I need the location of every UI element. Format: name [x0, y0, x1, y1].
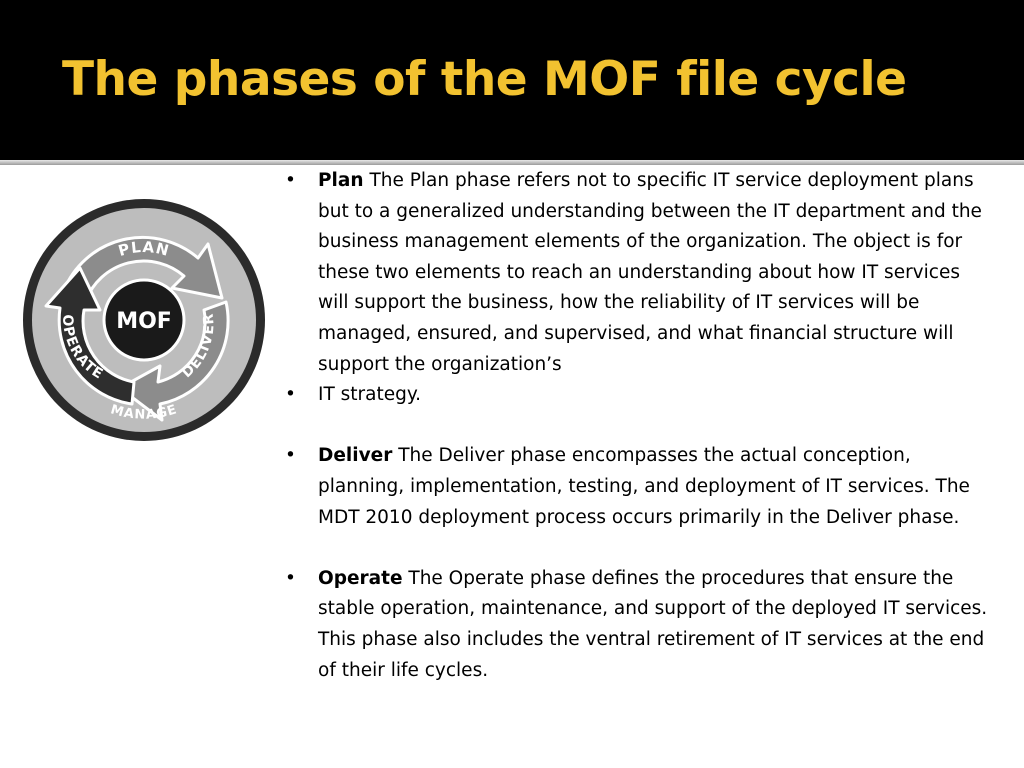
bullet-text: The Plan phase refers not to specific IT…: [318, 170, 982, 375]
bullet-it-strategy: IT strategy.: [285, 380, 991, 411]
mof-cycle-diagram: MOF PLAN DELIVER OPERATE MANAGE: [23, 199, 265, 441]
bullet-term: Deliver: [318, 445, 393, 467]
title-bar: The phases of the MOF file cycle: [0, 0, 1024, 160]
deliver-arrow: [118, 300, 230, 422]
bullet-term: Operate: [318, 567, 403, 589]
slide-title: The phases of the MOF file cycle: [62, 52, 907, 107]
plan-arrow: [62, 235, 224, 302]
bullet-list: Plan The Plan phase refers not to specif…: [285, 166, 991, 686]
title-divider: [0, 160, 1024, 165]
svg-text:MANAGE: MANAGE: [109, 402, 180, 423]
bullet-text: The Operate phase defines the procedures…: [318, 567, 988, 681]
mof-center: [102, 278, 186, 362]
bullet-plan: Plan The Plan phase refers not to specif…: [285, 166, 991, 380]
manage-label: MANAGE: [109, 402, 179, 423]
bullet-operate: Operate The Operate phase defines the pr…: [285, 564, 991, 686]
phase-descriptions: Plan The Plan phase refers not to specif…: [285, 166, 991, 686]
bullet-deliver: Deliver The Deliver phase encompasses th…: [285, 441, 991, 533]
bullet-term: Plan: [318, 170, 364, 191]
bullet-text: IT strategy.: [318, 384, 422, 406]
mof-center-label: MOF: [116, 309, 172, 334]
operate-arrow: [44, 266, 136, 406]
bullet-text: The Deliver phase encompasses the actual…: [318, 445, 970, 528]
